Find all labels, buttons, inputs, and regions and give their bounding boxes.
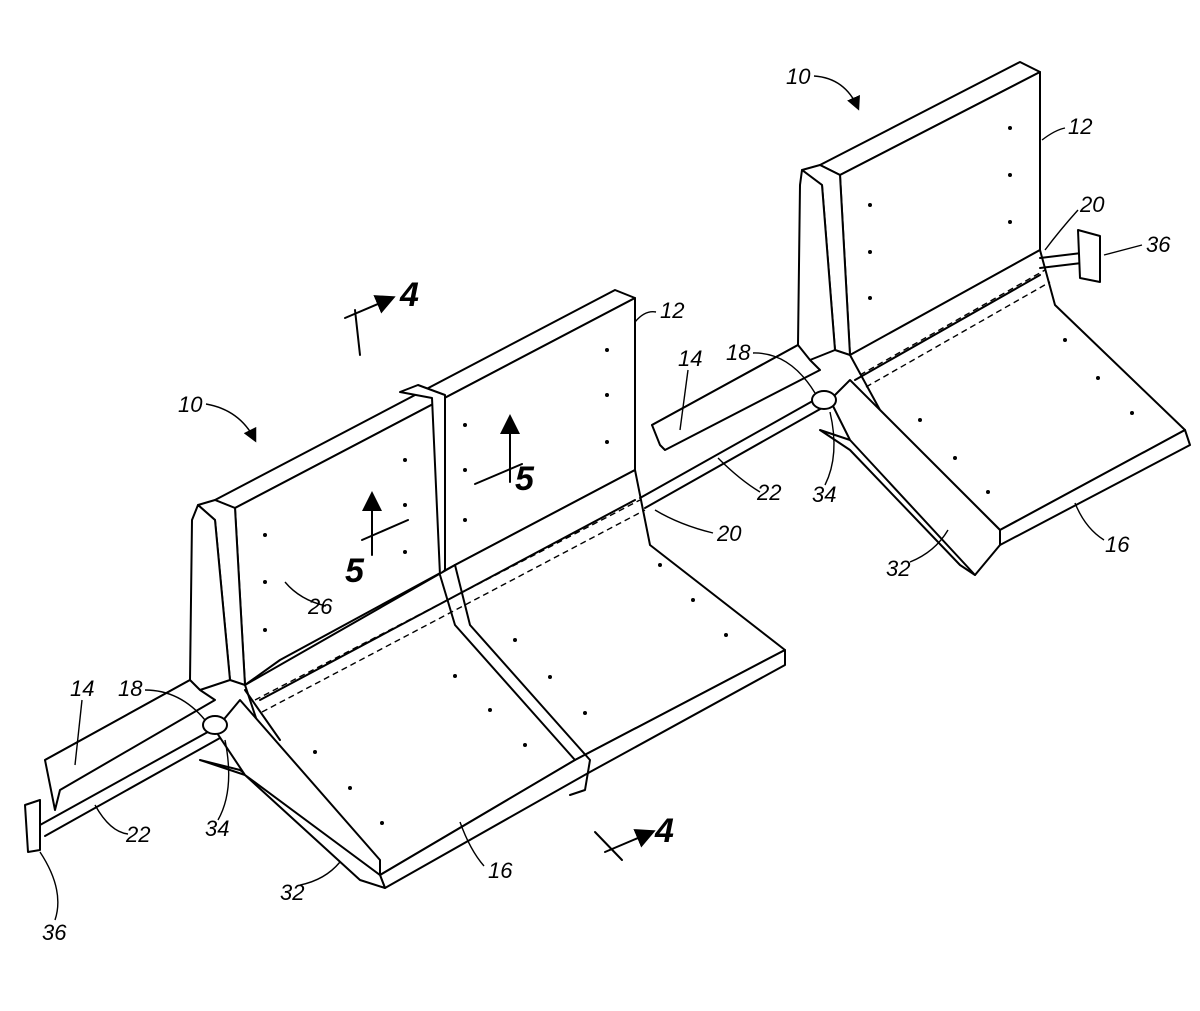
- ref-20-right: 20: [1079, 192, 1105, 217]
- ref-12-left: 12: [660, 298, 684, 323]
- ref-34-left: 34: [205, 816, 229, 841]
- section-label-5-right: 5: [515, 460, 535, 498]
- ref-32-right: 32: [886, 556, 910, 581]
- ref-20-left: 20: [716, 521, 742, 546]
- section-line-5-right: [474, 414, 523, 485]
- ref-18-right: 18: [726, 340, 751, 365]
- right-anchor-plate: [1077, 229, 1101, 283]
- section-label-4-top: 4: [399, 276, 419, 314]
- ref-16-right: 16: [1105, 532, 1130, 557]
- right-wall-holes: [868, 126, 1134, 494]
- ref-36-left: 36: [42, 920, 67, 945]
- left-flange-pocket: [44, 679, 216, 811]
- section-line-4-bottom: [594, 829, 656, 861]
- section-line-4-top: [344, 295, 396, 356]
- ref-14-right: 14: [678, 346, 702, 371]
- ref-12-right: 12: [1068, 114, 1092, 139]
- left-wall-holes: [263, 348, 728, 825]
- left-tie-rod: [39, 727, 216, 826]
- ref-22-right: 22: [756, 480, 781, 505]
- section-line-5-left: [361, 491, 409, 556]
- ref-10-right: 10: [786, 64, 811, 89]
- right-rod-sleeve-18: [811, 390, 837, 410]
- ref-10-left: 10: [178, 392, 203, 417]
- left-anchor-plate: [24, 799, 41, 853]
- ref-14-left: 14: [70, 676, 94, 701]
- right-flange-pocket: [651, 344, 821, 451]
- ref-32-left: 32: [280, 880, 304, 905]
- section-label-4-bottom: 4: [654, 812, 674, 850]
- section-label-5-left: 5: [345, 552, 365, 590]
- ref-22-left: 22: [125, 822, 150, 847]
- leader-lines: [39, 75, 1143, 921]
- left-rod-sleeve-18: [202, 715, 228, 735]
- ref-26: 26: [307, 594, 333, 619]
- connecting-rod-20: [639, 397, 819, 499]
- right-barrier-unit: [651, 61, 1191, 576]
- left-barrier-assembly: [24, 289, 786, 889]
- ref-16-left: 16: [488, 858, 513, 883]
- ref-36-right: 36: [1146, 232, 1171, 257]
- ref-18-left: 18: [118, 676, 143, 701]
- ref-34-right: 34: [812, 482, 836, 507]
